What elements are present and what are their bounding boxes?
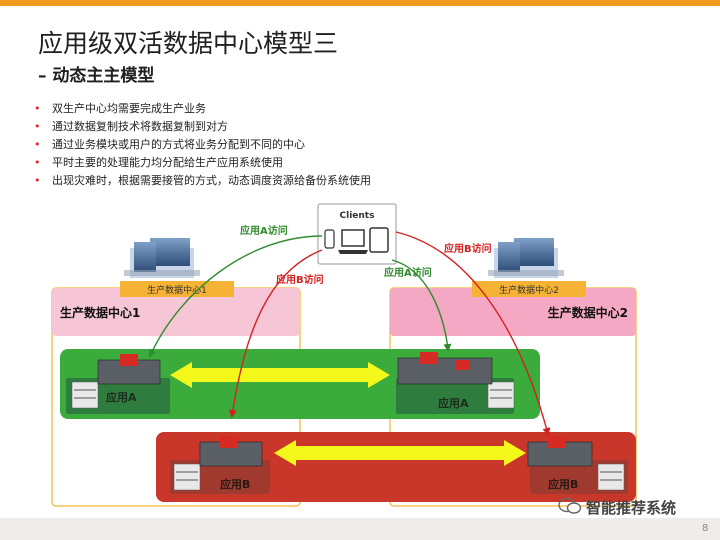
server-chassis-icon [397,352,493,385]
datacenter-2-tag [472,281,586,297]
bullet-item: • 双生产中心均需要完成生产业务 [30,100,371,118]
access-b-label-right: 应用B访问 [444,242,492,255]
page-subtitle: – 动态主主模型 [38,66,155,86]
replication-arrow-a [170,362,390,388]
bullet-item: • 平时主要的处理能力均分配给生产应用系统使用 [30,154,371,172]
bullet-text: 平时主要的处理能力均分配给生产应用系统使用 [52,156,283,169]
bullet-item: • 通过业务模块或用户的方式将业务分配到不同的中心 [30,136,371,154]
top-accent-bar [0,0,720,6]
datacenter-1-tag [120,281,234,297]
clients-label: Clients [340,211,375,221]
server-rack-1-icon [124,238,200,278]
server-chassis-icon [199,436,263,467]
datacenter-1-tag-text: 生产数据中心1 [147,284,207,296]
bullet-item: • 通过数据复制技术将数据复制到对方 [30,118,371,136]
bullet-dot-icon: • [34,156,41,169]
app-a-label-left: 应用A [106,390,137,404]
datacenter-1-name: 生产数据中心1 [60,305,140,320]
bullet-text: 通过业务模块或用户的方式将业务分配到不同的中心 [52,138,305,151]
clients-box: Clients [317,203,397,265]
footer-bar [0,518,720,540]
laptop-icon [338,229,368,254]
bullet-dot-icon: • [34,174,41,187]
storage-icon [487,381,515,409]
datacenter-2-tag-text: 生产数据中心2 [499,284,559,296]
app-b-label-left: 应用B [220,477,250,491]
bullet-text: 通过数据复制技术将数据复制到对方 [52,120,228,133]
bullet-item: • 出现灾难时，根据需要接管的方式，动态调度资源给备份系统使用 [30,172,371,190]
access-a-label-right: 应用A访问 [384,266,432,279]
datacenter-1-header [52,288,300,336]
datacenter-2: 生产数据中心2 生产数据中心2 [389,238,637,507]
wechat-icon [558,497,582,514]
server-chassis-icon [97,354,161,385]
bullet-dot-icon: • [34,120,41,133]
access-a-label-left: 应用A访问 [240,224,288,237]
datacenter-2-name: 生产数据中心2 [548,305,628,320]
watermark-text: 智能推荐系统 [586,499,677,517]
server-chassis-icon [527,436,593,467]
bullet-dot-icon: • [34,138,41,151]
replication-arrow-b [274,440,526,466]
storage-icon [173,463,201,491]
bullet-text: 双生产中心均需要完成生产业务 [52,102,206,115]
app-b-label-right: 应用B [548,477,578,491]
bullet-list: • 双生产中心均需要完成生产业务 • 通过数据复制技术将数据复制到对方 • 通过业务模… [30,100,371,190]
phone-icon [324,229,335,249]
bullet-text: 出现灾难时，根据需要接管的方式，动态调度资源给备份系统使用 [52,174,371,187]
access-b-label-left: 应用B访问 [276,273,324,286]
access-b-path-left [228,249,323,418]
datacenter-1: 生产数据中心1 生产数据中心1 [51,238,301,507]
datacenter-2-header [390,288,636,336]
storage-icon [71,381,99,409]
app-a-label-right: 应用A [438,396,469,410]
access-a-path-right [391,259,452,352]
access-a-path-left [148,235,323,358]
server-rack-2-icon [488,238,564,278]
access-b-path-right [395,231,551,436]
page-title: 应用级双活数据中心模型三 [38,29,339,58]
page-number: 8 [702,523,709,534]
app-a-box-right [396,378,514,414]
tablet-icon [369,227,389,253]
bullet-dot-icon: • [34,102,41,115]
storage-icon [597,463,625,491]
